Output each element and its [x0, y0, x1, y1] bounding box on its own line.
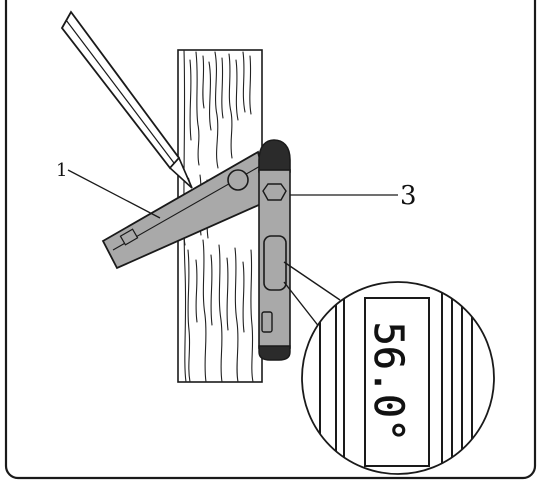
magnified-display — [364, 297, 430, 467]
label-1-leader — [67, 169, 161, 219]
pencil-icon — [60, 10, 193, 189]
digital-level — [258, 139, 291, 361]
part-3-label: 3 — [400, 181, 417, 211]
level-screen — [263, 235, 287, 291]
pivot-circle — [227, 169, 249, 191]
angle-reading: 56.0° — [365, 322, 411, 442]
magnifier-circle: 56.0° — [301, 281, 495, 475]
diagram-frame — [4, 0, 537, 480]
part-1-label: 1 — [56, 160, 67, 181]
